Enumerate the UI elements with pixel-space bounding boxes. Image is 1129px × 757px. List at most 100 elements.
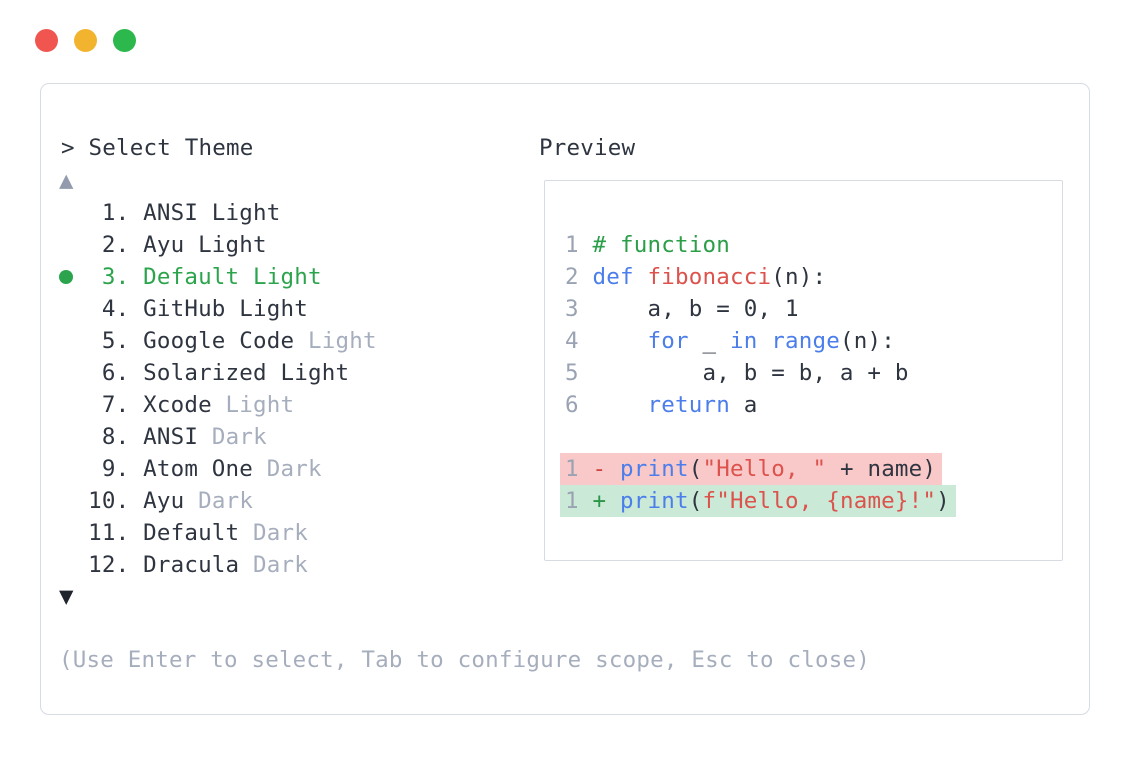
theme-name: Google Code	[143, 328, 295, 354]
code-token: print	[620, 488, 689, 514]
selection-marker-slot	[61, 453, 88, 485]
theme-variant: Dark	[253, 456, 322, 482]
theme-number: 2.	[88, 232, 144, 258]
code-token: _	[688, 328, 730, 354]
theme-name: Ayu	[143, 488, 185, 514]
line-number: 1	[565, 232, 593, 258]
preview-title: Preview	[539, 135, 636, 161]
theme-number: 5.	[88, 328, 144, 354]
theme-picker-prompt: > Select Theme	[61, 135, 254, 161]
code-line-6: 6 return a	[565, 389, 909, 421]
theme-option-3[interactable]: 3. Default Light	[59, 261, 377, 293]
theme-number: 3.	[88, 264, 144, 290]
code-token	[593, 392, 648, 418]
code-token: a	[729, 392, 758, 418]
line-number: 5	[565, 360, 593, 386]
scroll-up-icon[interactable]: ▲	[59, 166, 74, 194]
scroll-down-icon[interactable]: ▼	[59, 582, 74, 610]
theme-number: 8.	[88, 424, 144, 450]
theme-name: Solarized Light	[143, 360, 350, 386]
line-number: 2	[565, 264, 593, 290]
selection-marker-slot	[61, 229, 88, 261]
code-line-1: 1 # function	[565, 229, 909, 261]
window-traffic-lights	[35, 29, 136, 52]
theme-option-1[interactable]: 1. ANSI Light	[61, 197, 377, 229]
theme-option-10[interactable]: 10. Ayu Dark	[61, 485, 377, 517]
code-token: + name)	[826, 456, 937, 482]
theme-number: 12.	[88, 552, 144, 578]
theme-variant: Light	[294, 328, 377, 354]
code-token: (	[688, 488, 703, 514]
code-token	[758, 328, 772, 354]
theme-name: ANSI	[143, 424, 199, 450]
selected-dot-icon	[59, 270, 73, 284]
theme-number: 6.	[88, 360, 144, 386]
selection-marker-slot	[61, 485, 88, 517]
code-token: (	[688, 456, 703, 482]
theme-option-9[interactable]: 9. Atom One Dark	[61, 453, 377, 485]
theme-name: Atom One	[143, 456, 254, 482]
line-number: 1	[565, 456, 593, 482]
code-token: def	[592, 264, 634, 290]
selection-marker-slot	[61, 357, 88, 389]
code-token	[593, 328, 648, 354]
traffic-light-zoom-button[interactable]	[113, 29, 136, 52]
code-token	[634, 264, 648, 290]
theme-number: 7.	[88, 392, 144, 418]
theme-variant: Dark	[184, 488, 254, 514]
theme-variant: Light	[211, 392, 295, 418]
theme-name: GitHub Light	[143, 296, 309, 322]
theme-option-6[interactable]: 6. Solarized Light	[61, 357, 377, 389]
diff-sign: -	[592, 456, 620, 482]
code-token: fibonacci	[647, 264, 772, 290]
line-number: 1	[565, 488, 593, 514]
code-token: a, b = 0, 1	[592, 296, 799, 322]
theme-option-7[interactable]: 7. Xcode Light	[61, 389, 377, 421]
theme-name: Ayu Light	[143, 232, 267, 258]
traffic-light-minimize-button[interactable]	[74, 29, 97, 52]
code-token: )	[936, 488, 950, 514]
theme-number: 9.	[88, 456, 144, 482]
theme-variant: Dark	[239, 520, 309, 546]
code-token: f"Hello, {name}!"	[702, 488, 937, 514]
theme-variant: Dark	[198, 424, 267, 450]
selection-marker-slot	[61, 293, 88, 325]
diff-sign: +	[592, 488, 620, 514]
selection-marker-slot	[59, 261, 88, 293]
theme-option-2[interactable]: 2. Ayu Light	[61, 229, 377, 261]
theme-option-8[interactable]: 8. ANSI Dark	[61, 421, 377, 453]
traffic-light-close-button[interactable]	[35, 29, 58, 52]
theme-list: 1. ANSI Light 2. Ayu Light 3. Default Li…	[59, 197, 377, 581]
selection-marker-slot	[61, 197, 88, 229]
selection-marker-slot	[61, 325, 88, 357]
code-token: # function	[592, 232, 730, 258]
selection-marker-slot	[61, 517, 88, 549]
code-token: range	[771, 328, 840, 354]
theme-name: Default Light	[143, 264, 322, 290]
diff-highlight-removed: 1 - print("Hello, " + name)	[560, 453, 943, 485]
keyboard-hints: (Use Enter to select, Tab to configure s…	[59, 647, 871, 673]
theme-option-5[interactable]: 5. Google Code Light	[61, 325, 377, 357]
diff-highlight-added: 1 + print(f"Hello, {name}!")	[560, 485, 956, 517]
theme-number: 11.	[88, 520, 144, 546]
theme-option-12[interactable]: 12. Dracula Dark	[61, 549, 377, 581]
selection-marker-slot	[61, 421, 88, 453]
line-number: 3	[565, 296, 593, 322]
diff-line-removed: 1 - print("Hello, " + name)	[560, 453, 956, 485]
diff-line-added: 1 + print(f"Hello, {name}!")	[560, 485, 956, 517]
code-token: a, b = b, a + b	[592, 360, 909, 386]
theme-name: ANSI Light	[143, 200, 281, 226]
theme-option-4[interactable]: 4. GitHub Light	[61, 293, 377, 325]
theme-number: 1.	[88, 200, 144, 226]
diff-sample: 1 - print("Hello, " + name)1 + print(f"H…	[560, 453, 956, 517]
code-token: in	[730, 328, 758, 354]
theme-option-11[interactable]: 11. Default Dark	[61, 517, 377, 549]
line-number: 4	[565, 328, 593, 354]
code-line-4: 4 for _ in range(n):	[565, 325, 909, 357]
code-line-5: 5 a, b = b, a + b	[565, 357, 909, 389]
theme-number: 4.	[88, 296, 144, 322]
code-token: (n):	[771, 264, 827, 290]
code-line-2: 2 def fibonacci(n):	[565, 261, 909, 293]
